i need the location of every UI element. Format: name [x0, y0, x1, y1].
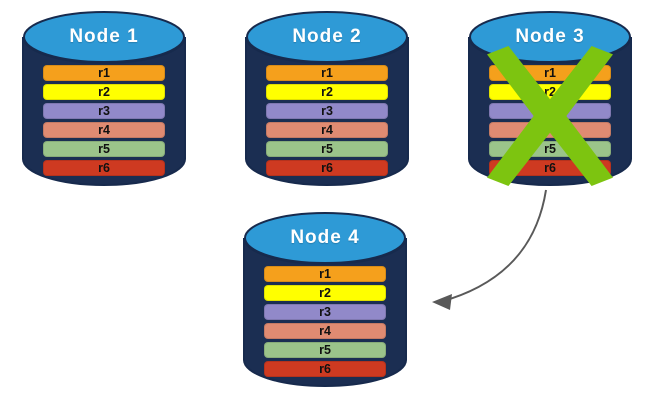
cylinder-top-ellipse [244, 212, 406, 264]
cylinder-top-ellipse [246, 11, 408, 63]
node-2-row-r5[interactable]: r5 [266, 141, 388, 157]
node-2-row-r2[interactable]: r2 [266, 84, 388, 100]
node-1-row-r3[interactable]: r3 [43, 103, 165, 119]
node-2-row-list: r1 r2 r3 r4 r5 r6 [245, 65, 409, 176]
node-3-row-r5[interactable]: r5 [489, 141, 611, 157]
node-3-row-r4[interactable]: r4 [489, 122, 611, 138]
cylinder-top-ellipse [469, 11, 631, 63]
node-1-row-r5[interactable]: r5 [43, 141, 165, 157]
node-4-row-r2[interactable]: r2 [264, 285, 386, 301]
node-2-row-r3[interactable]: r3 [266, 103, 388, 119]
arrow-line [439, 189, 547, 303]
node-4-row-list: r1 r2 r3 r4 r5 r6 [243, 266, 407, 377]
node-1-row-r1[interactable]: r1 [43, 65, 165, 81]
node-3-row-r6[interactable]: r6 [489, 160, 611, 176]
node-1-row-r2[interactable]: r2 [43, 84, 165, 100]
node-3-row-r2[interactable]: r2 [489, 84, 611, 100]
node-3-row-r3[interactable]: r3 [489, 103, 611, 119]
cylinder-top-ellipse [23, 11, 185, 63]
node-4-row-r6[interactable]: r6 [264, 361, 386, 377]
node-2-row-r1[interactable]: r1 [266, 65, 388, 81]
node-1-row-list: r1 r2 r3 r4 r5 r6 [22, 65, 186, 176]
node-4-row-r5[interactable]: r5 [264, 342, 386, 358]
node-4-row-r4[interactable]: r4 [264, 323, 386, 339]
node-2-row-r6[interactable]: r6 [266, 160, 388, 176]
node-3-row-r1[interactable]: r1 [489, 65, 611, 81]
node-3-row-list: r1 r2 r3 r4 r5 r6 [468, 65, 632, 176]
node-1-row-r6[interactable]: r6 [43, 160, 165, 176]
node-1-row-r4[interactable]: r4 [43, 122, 165, 138]
node-4-row-r1[interactable]: r1 [264, 266, 386, 282]
node-4-row-r3[interactable]: r3 [264, 304, 386, 320]
node-2-row-r4[interactable]: r4 [266, 122, 388, 138]
arrow-head [432, 294, 452, 310]
